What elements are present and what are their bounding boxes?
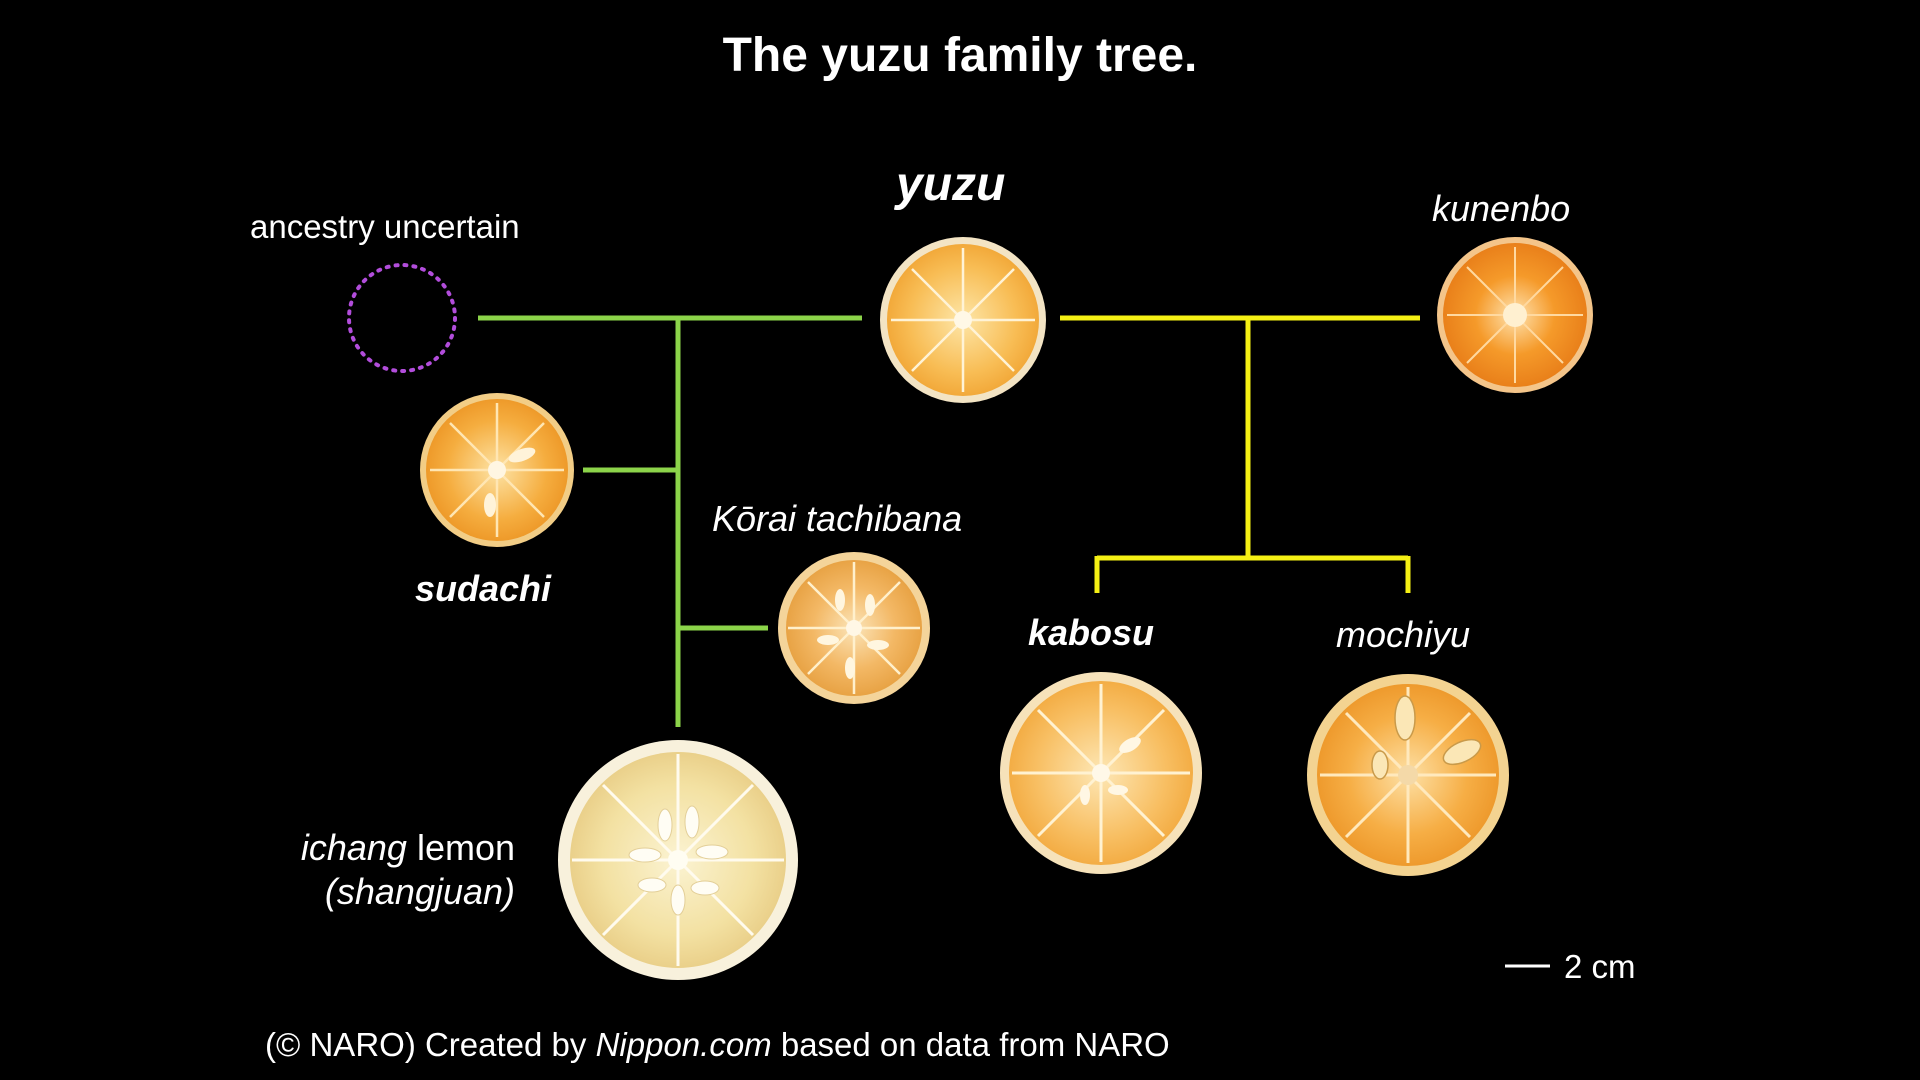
label-ancestry-uncertain: ancestry uncertain bbox=[250, 208, 520, 245]
kabosu-lineage-lines bbox=[1060, 315, 1420, 593]
credit-suffix: based on data from NARO bbox=[771, 1026, 1170, 1063]
label-shangjuan: (shangjuan) bbox=[324, 871, 515, 912]
label-kunenbo: kunenbo bbox=[1432, 188, 1571, 229]
page-title: The yuzu family tree. bbox=[722, 29, 1198, 82]
credit-line: (© NARO) Created by Nippon.com based on … bbox=[265, 1026, 1170, 1064]
ichang-lemon-fruit-image bbox=[558, 740, 798, 980]
label-yuzu: yuzu bbox=[896, 158, 1006, 211]
scale-label: 2 cm bbox=[1564, 948, 1636, 985]
label-korai-tachibana: Kōrai tachibana bbox=[712, 498, 963, 539]
label-ichang-lemon: ichang lemon (shangjuan) bbox=[230, 826, 515, 914]
label-sudachi: sudachi bbox=[415, 568, 552, 609]
sudachi-fruit-image bbox=[420, 393, 574, 547]
uncertain-ancestor-circle bbox=[347, 263, 457, 373]
mochiyu-fruit-image bbox=[1307, 674, 1509, 876]
credit-prefix: (© NARO) Created by bbox=[265, 1026, 596, 1063]
label-ichang-italic: ichang bbox=[300, 827, 407, 868]
credit-site: Nippon.com bbox=[595, 1026, 772, 1063]
label-kabosu: kabosu bbox=[1028, 612, 1155, 653]
kunenbo-fruit-image bbox=[1437, 237, 1593, 393]
label-ichang-lemon-word: lemon bbox=[406, 827, 515, 868]
yuzu-fruit-image bbox=[880, 237, 1046, 403]
label-mochiyu: mochiyu bbox=[1336, 614, 1471, 655]
korai-tachibana-fruit-image bbox=[778, 552, 930, 704]
kabosu-fruit-image bbox=[1000, 672, 1202, 874]
yuzu-lineage-lines bbox=[478, 315, 862, 727]
